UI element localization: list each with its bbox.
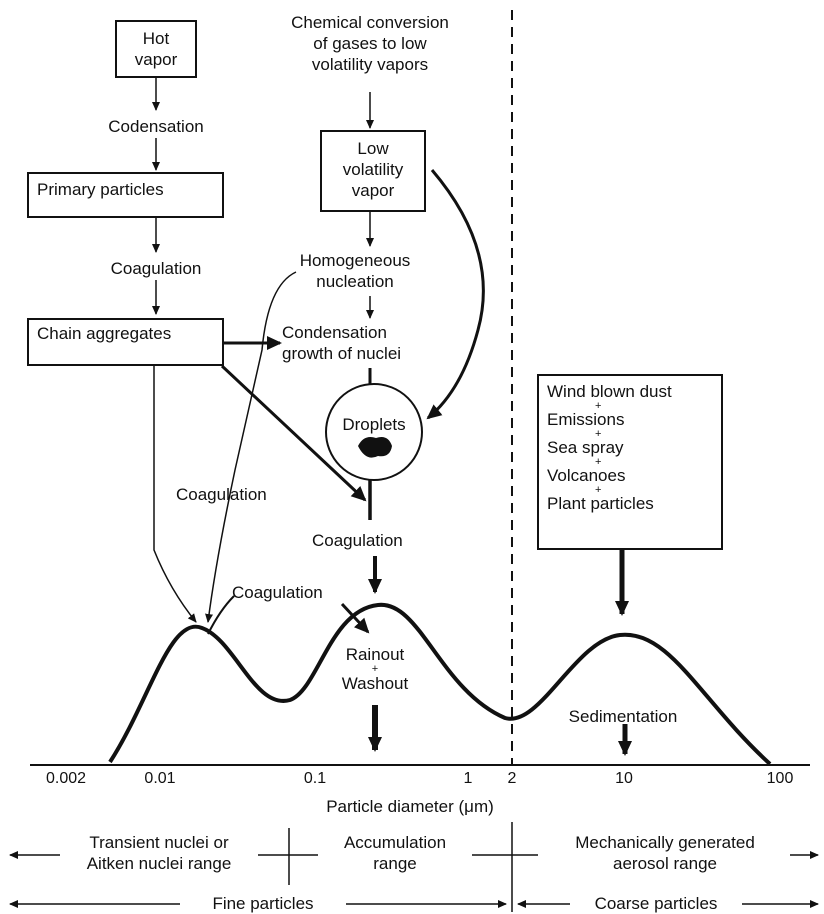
- tick-0.002: 0.002: [45, 770, 87, 787]
- source-plus-1: +: [595, 400, 602, 412]
- droplet-blob: [358, 437, 392, 458]
- chemical-line-3: volatility vapors: [311, 55, 429, 74]
- chemical-conversion-label: Chemical conversion of gases to low vola…: [270, 12, 470, 75]
- chemical-line-2: of gases to low: [313, 34, 427, 53]
- coarse-particles-label: Coarse particles: [594, 894, 718, 913]
- low-vol-line-2: volatility: [342, 160, 404, 179]
- tick-0.1: 0.1: [303, 770, 327, 787]
- source-wind-dust: Wind blown dust: [547, 382, 672, 401]
- chain-aggregates-label: Chain aggregates: [37, 324, 172, 343]
- source-plant-particles: Plant particles: [547, 494, 654, 513]
- source-sea-spray: Sea spray: [547, 438, 624, 457]
- rainout-washout-label: Rainout + Washout: [325, 644, 425, 694]
- tick-0.01: 0.01: [144, 770, 176, 787]
- tick-1: 1: [463, 770, 473, 787]
- arrow-lowvol-droplets: [426, 169, 485, 420]
- coagulation-label-1: Coagulation: [110, 259, 202, 278]
- mechanical-line-2: aerosol range: [613, 854, 717, 873]
- size-distribution-curve: [108, 602, 772, 766]
- accumulation-range-label: Accumulation range: [320, 832, 470, 874]
- low-vol-line-1: Low: [357, 139, 389, 158]
- sources-box: Wind blown dust + Emissions + Sea spray …: [537, 374, 723, 550]
- axis-label: Particle diameter (μm): [326, 797, 494, 816]
- droplets-label: Droplets: [342, 415, 406, 434]
- droplets-circle: [325, 383, 423, 481]
- primary-particles-label: Primary particles: [37, 180, 164, 199]
- sedimentation-label: Sedimentation: [568, 707, 678, 726]
- source-plus-4: +: [595, 484, 602, 496]
- coagulation-mid-label: Coagulation: [312, 531, 403, 550]
- tick-100: 100: [766, 770, 794, 787]
- tick-2: 2: [507, 770, 517, 787]
- nucleation-line-1: Homogeneous: [299, 251, 411, 270]
- fine-particles-label: Fine particles: [212, 894, 314, 913]
- tick-10: 10: [615, 770, 633, 787]
- chain-aggregates-box: Chain aggregates: [27, 318, 224, 366]
- rainout-plus: +: [371, 663, 379, 675]
- arrow-coag-rainout: [340, 602, 370, 634]
- homogeneous-nucleation-label: Homogeneous nucleation: [290, 250, 420, 292]
- codensation-label: Codensation: [108, 117, 204, 136]
- chemical-line-1: Chemical conversion: [291, 13, 449, 32]
- nucleation-line-2: nucleation: [316, 272, 394, 291]
- source-volcanoes: Volcanoes: [547, 466, 626, 485]
- source-emissions: Emissions: [547, 410, 625, 429]
- source-plus-3: +: [595, 456, 602, 468]
- hot-vapor-line-2: vapor: [134, 50, 178, 69]
- hot-vapor-line-1: Hot: [142, 29, 170, 48]
- transient-range-label: Transient nuclei or Aitken nuclei range: [56, 832, 262, 874]
- source-plus-2: +: [595, 428, 602, 440]
- condensation-line-2: growth of nuclei: [282, 344, 402, 363]
- transient-line-1: Transient nuclei or: [89, 833, 229, 852]
- low-vol-line-3: vapor: [351, 181, 395, 200]
- mechanical-range-label: Mechanically generated aerosol range: [540, 832, 790, 874]
- low-volatility-vapor-box: Low volatility vapor: [320, 130, 426, 212]
- mechanical-line-1: Mechanically generated: [575, 833, 755, 852]
- accumulation-line-1: Accumulation: [343, 833, 447, 852]
- condensation-growth-label: Condensation growth of nuclei: [282, 322, 452, 364]
- rainout-text: Rainout: [345, 645, 405, 664]
- hot-vapor-box: Hot vapor: [115, 20, 197, 78]
- coagulation-left-label: Coagulation: [176, 485, 267, 504]
- arrow-chain-peak: [153, 366, 197, 623]
- washout-text: Washout: [341, 674, 409, 693]
- primary-particles-box: Primary particles: [27, 172, 224, 218]
- arrow-chain-coagulation: [220, 364, 367, 502]
- condensation-line-1: Condensation: [282, 323, 387, 342]
- accumulation-line-2: range: [373, 854, 417, 873]
- transient-line-2: Aitken nuclei range: [86, 854, 232, 873]
- arrow-nucleation-peak: [205, 271, 297, 623]
- arrow-peak-coagulation: [207, 595, 235, 635]
- coagulation-peak-label: Coagulation: [232, 583, 323, 602]
